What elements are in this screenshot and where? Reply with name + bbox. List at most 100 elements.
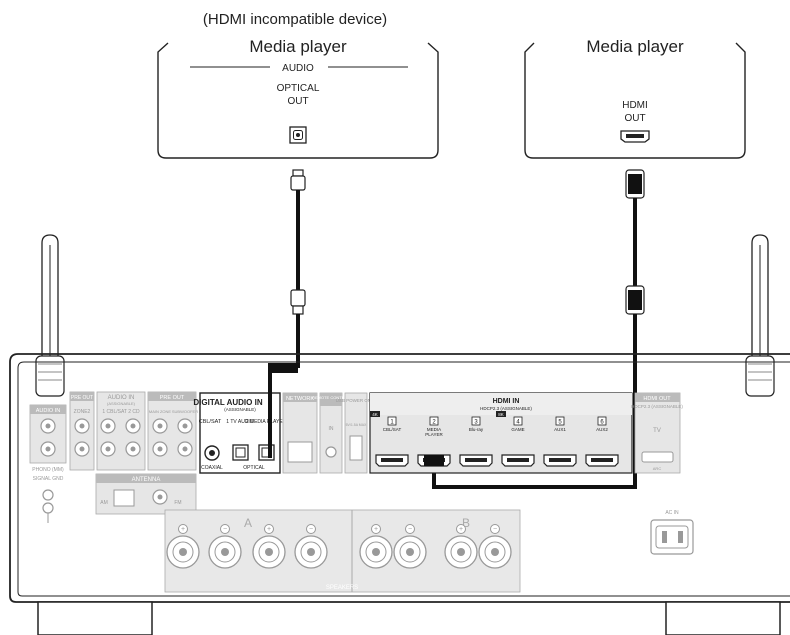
right-device-outline [524, 42, 746, 159]
speaker-terminal-ring [172, 541, 194, 563]
remote-control-label: REMOTE CONTROL [312, 395, 351, 400]
audio-in-assignable-section: AUDIO IN (ASSIGNABLE) 1 CBL/SAT 2 CD [96, 391, 146, 471]
digital-audio-title: DIGITAL AUDIO IN [193, 398, 262, 407]
speaker-terminal-ring [365, 541, 387, 563]
hdmi-input-number: 2 [432, 420, 436, 426]
speaker-polarity-sign: + [267, 526, 271, 533]
hdmi-badge-text: 8K [498, 412, 504, 417]
speaker-polarity-marker [264, 524, 274, 534]
hdmi-input-label: PLAYER [425, 432, 443, 437]
hdcp-label: HDCP2.3 (ASSIGNABLE) [480, 406, 532, 411]
left-device-title: Media player [249, 37, 347, 56]
optical-out-line1: OPTICAL [277, 83, 320, 94]
hdmi-out-hdcp-label: HDCP2.3 (ASSIGNABLE) [631, 404, 683, 409]
speakers-label: SPEAKERS [326, 585, 358, 591]
speaker-terminal: − [478, 524, 512, 569]
hdmi-input-number-box [429, 416, 439, 426]
left-foot [37, 601, 153, 635]
coaxial-label: COAXIAL [201, 465, 223, 471]
hdmi-input-label: Blu-ray [469, 427, 484, 432]
optical-out-port-dot [296, 133, 300, 137]
right-antenna [745, 234, 775, 397]
hdmi-input-label: CBL/SAT [383, 427, 402, 432]
arc-label: ARC [653, 466, 662, 471]
zone2-label: ZONE2 [74, 409, 91, 415]
hdmi-input-label: GAME [511, 427, 524, 432]
digital-tv-audio-label: 1 TV AUDIO [226, 419, 254, 425]
hdmi-input-port-pins [465, 458, 487, 462]
hdmi-input-number-box [471, 416, 481, 426]
speaker-terminal: − [208, 524, 242, 569]
hdmi-out-port-pins [626, 134, 644, 138]
hdmi-inputs: 1CBL/SAT4K2MEDIAPLAYER3Blu-ray4GAME8K5AU… [370, 411, 619, 467]
hdmi-out-line1: HDMI [622, 100, 648, 111]
speaker-terminal: + [252, 524, 286, 569]
hdmi-input-number: 6 [600, 420, 604, 426]
hdmi-input-number: 1 [390, 420, 394, 426]
hdmi-input-port-pins [591, 458, 613, 462]
hdmi-input-label: AUX1 [554, 427, 566, 432]
zone2-preout-section: PRE OUT ZONE2 [69, 391, 95, 471]
left-device-outline [157, 42, 439, 159]
ac-in-label: AC IN [665, 510, 679, 516]
speaker-polarity-sign: + [374, 526, 378, 533]
hdmi-input-port-pins [507, 458, 529, 462]
speaker-polarity-marker [405, 524, 415, 534]
remote-in-label: IN [329, 426, 334, 432]
digital-optical-label: OPTICAL [243, 465, 265, 471]
hdmi-input-label: MEDIA [427, 427, 441, 432]
speaker-terminal-ring [484, 541, 506, 563]
speaker-terminal: − [294, 524, 328, 569]
speaker-terminal-ring [450, 541, 472, 563]
am-label: AM [100, 500, 108, 506]
optical-out-port-inner [293, 130, 303, 140]
speaker-terminal: − [393, 524, 427, 569]
receiver-outline [9, 353, 790, 603]
hdmi-input-number: 3 [474, 420, 478, 426]
hdmi-badge [496, 411, 506, 417]
speaker-zone-b-label: B [462, 516, 470, 530]
speaker-terminal-ring [214, 541, 236, 563]
hdmi-input-number-box [555, 416, 565, 426]
hdmi-in-title: HDMI IN [493, 398, 520, 405]
speaker-terminal-center [457, 548, 465, 556]
digital-assignable-label: (ASSIGNABLE) [224, 407, 256, 412]
hdmi-input-port-pins [381, 458, 403, 462]
hdmi-badge [370, 411, 380, 417]
speaker-terminal-ring [258, 541, 280, 563]
speaker-polarity-marker [456, 524, 466, 534]
speaker-terminal-center [406, 548, 414, 556]
cbl-sat-cd-label: 1 CBL/SAT 2 CD [102, 409, 140, 415]
speaker-terminal-center [221, 548, 229, 556]
speaker-polarity-marker [220, 524, 230, 534]
hdmi-out-title: HDMI OUT [643, 396, 671, 402]
phono-label: PHONO (MM) [32, 467, 64, 473]
hdmi-input-port-pins [549, 458, 571, 462]
speaker-terminal-center [372, 548, 380, 556]
main-zone-preout-section: PRE OUT MAIN ZONE SUBWOOFER [147, 391, 198, 471]
receiver-inner-outline [17, 361, 790, 597]
audio-assignable-sub: (ASSIGNABLE) [107, 401, 136, 406]
optical-out-line2: OUT [287, 96, 308, 107]
hdmi-input-number-box [597, 416, 607, 426]
speaker-terminal-center [265, 548, 273, 556]
usb-label: USB POWER ONLY [336, 398, 377, 403]
speaker-polarity-marker [371, 524, 381, 534]
hdmi-out-section: HDMI OUT HDCP2.3 (ASSIGNABLE) TV ARC [631, 392, 683, 474]
hdmi-input-label: AUX2 [596, 427, 608, 432]
speaker-polarity-sign: − [493, 526, 497, 533]
speaker-polarity-sign: − [408, 526, 412, 533]
optical-plug [270, 363, 298, 373]
speaker-polarity-sign: + [181, 526, 185, 533]
usb-spec-label: 5V/1.5A MAX [346, 423, 367, 427]
speaker-terminal-ring [300, 541, 322, 563]
speaker-terminals: +−+−+−+− [166, 524, 512, 569]
fm-label: FM [174, 500, 181, 506]
hdmi-incompatible-note: (HDMI incompatible device) [203, 11, 387, 28]
antenna-label: ANTENNA [132, 477, 161, 483]
speaker-terminal-center [179, 548, 187, 556]
subwoofer-label: SUBWOOFER [172, 409, 198, 414]
